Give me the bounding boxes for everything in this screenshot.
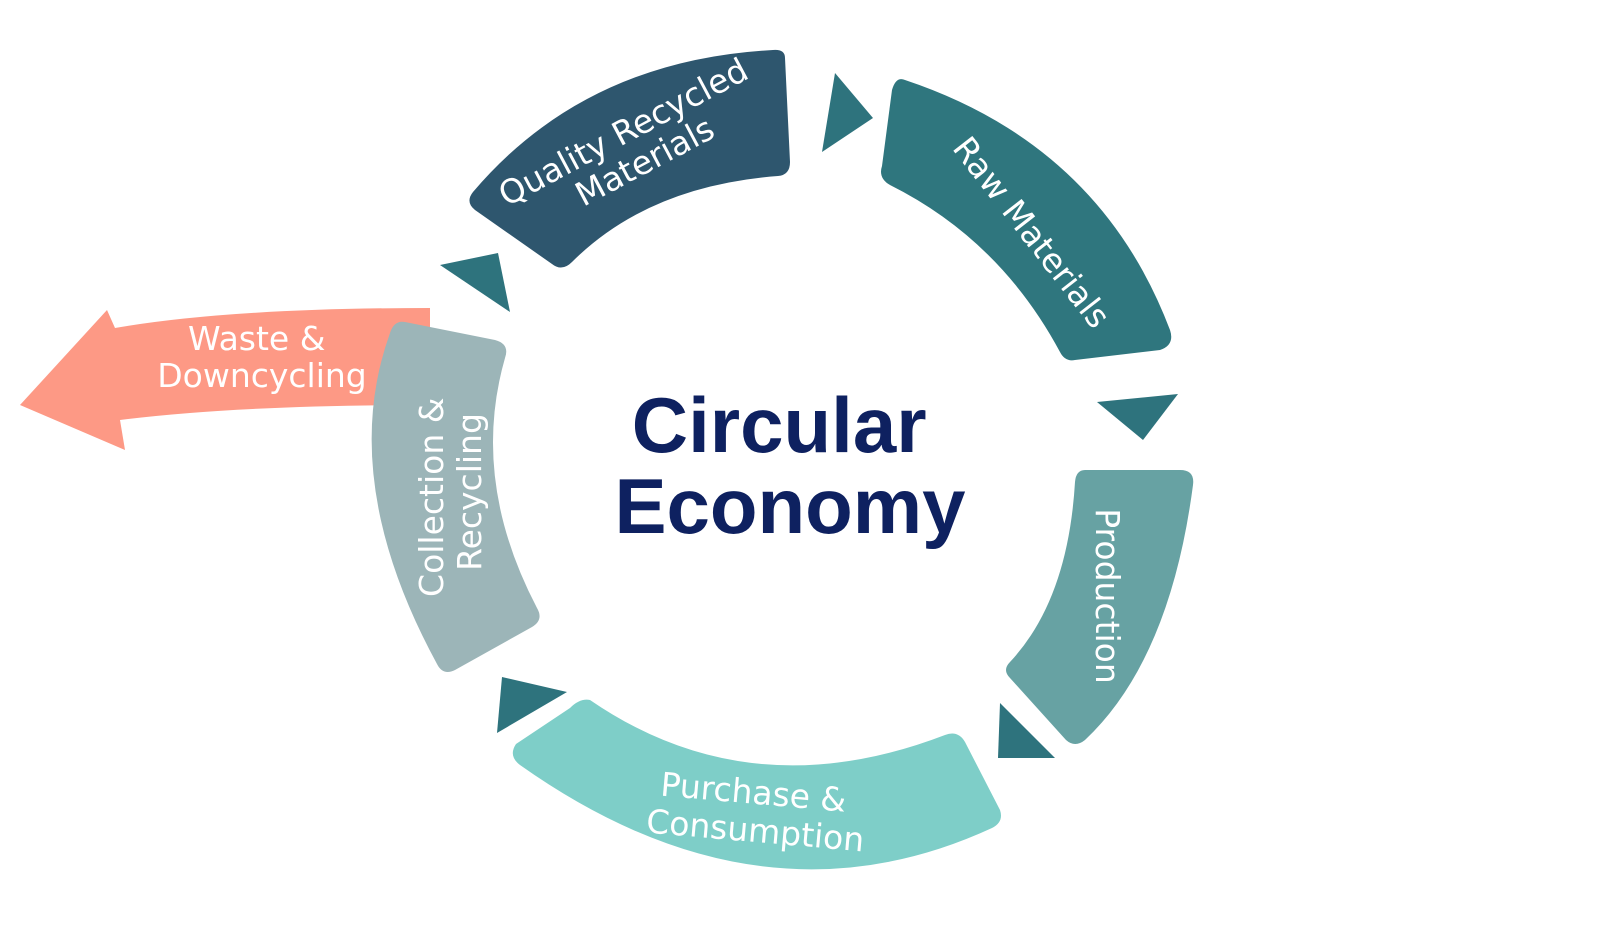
collection-label-line-1: Collection & xyxy=(412,398,451,597)
production-label-line-1: Production xyxy=(1088,508,1127,684)
collection-label-line-2: Recycling xyxy=(450,413,489,571)
connector-arrow-purchase-to-collection xyxy=(497,677,567,733)
waste-label-line-1: Waste & xyxy=(188,319,325,358)
connector-arrow-quality-to-raw xyxy=(822,73,873,152)
connector-arrow-raw-to-production xyxy=(1097,394,1178,440)
purchase-segment xyxy=(512,699,1001,870)
production-segment xyxy=(1006,470,1194,744)
production-label: Production xyxy=(1088,508,1127,684)
collection-segment xyxy=(371,321,540,672)
collection-label: Collection & Recycling xyxy=(412,387,489,597)
title-line-1: Circular xyxy=(632,381,927,469)
waste-label: Waste & Downcycling xyxy=(157,319,367,395)
connector-arrow-production-to-purchase xyxy=(998,703,1055,758)
cycle-segments xyxy=(371,49,1194,870)
waste-arrow xyxy=(20,308,430,450)
connector-arrow-collection-to-quality xyxy=(440,253,510,312)
connector-arrows xyxy=(440,73,1178,758)
title-line-2: Economy xyxy=(614,462,965,550)
quality-materials-segment xyxy=(469,49,790,268)
raw-materials-segment xyxy=(881,79,1172,361)
waste-label-line-2: Downcycling xyxy=(157,356,367,395)
diagram-title: Circular Economy xyxy=(614,381,965,550)
